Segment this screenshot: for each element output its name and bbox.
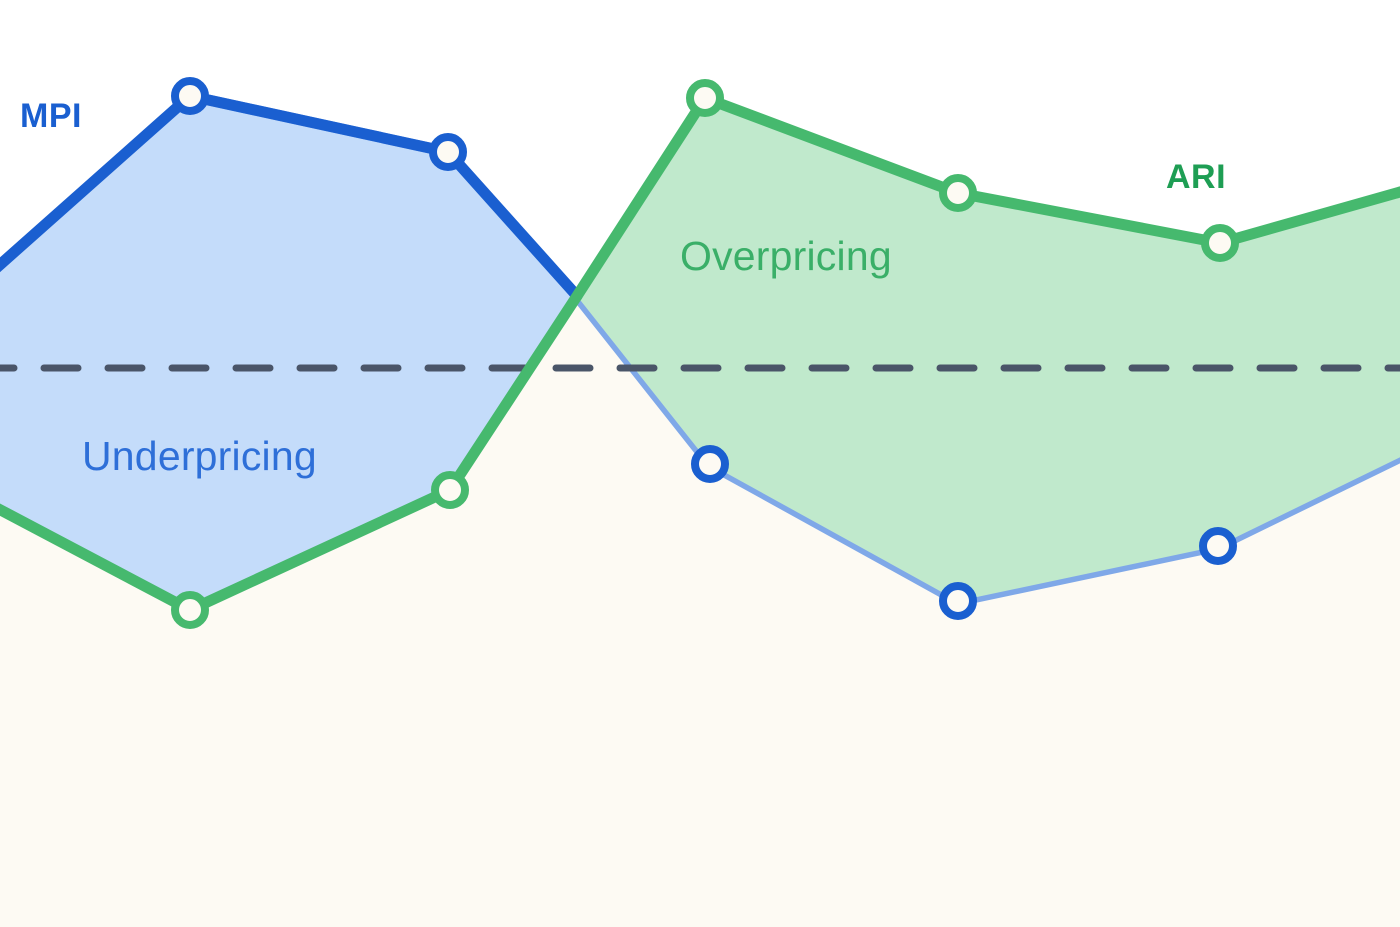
ari-series-label: ARI <box>1166 158 1226 196</box>
underpricing-zone-label: Underpricing <box>82 433 317 479</box>
chart-panel-background <box>0 296 1400 927</box>
ari-data-point-marker[interactable] <box>1201 224 1239 262</box>
mpi-data-point-marker[interactable] <box>1199 527 1237 565</box>
underpricing-zone-area <box>0 96 577 610</box>
mpi-data-point-marker[interactable] <box>691 445 729 483</box>
chart-annotations: MPI ARI Underpricing Overpricing <box>20 97 1226 479</box>
ari-data-point-markers <box>171 79 1239 629</box>
mpi-series-line-highlight <box>0 90 583 302</box>
mpi-series-label: MPI <box>20 97 82 135</box>
mpi-data-point-marker[interactable] <box>171 77 209 115</box>
ari-data-point-marker[interactable] <box>431 471 469 509</box>
mpi-data-point-marker[interactable] <box>429 133 467 171</box>
ari-series-line <box>0 92 1400 616</box>
overpricing-zone-label: Overpricing <box>680 233 892 279</box>
overpricing-zone-area <box>577 98 1400 601</box>
ari-data-point-marker[interactable] <box>171 591 209 629</box>
ari-data-point-marker[interactable] <box>939 174 977 212</box>
mpi-data-point-markers <box>171 77 1237 620</box>
ari-data-point-marker[interactable] <box>686 79 724 117</box>
mpi-data-point-marker[interactable] <box>939 582 977 620</box>
